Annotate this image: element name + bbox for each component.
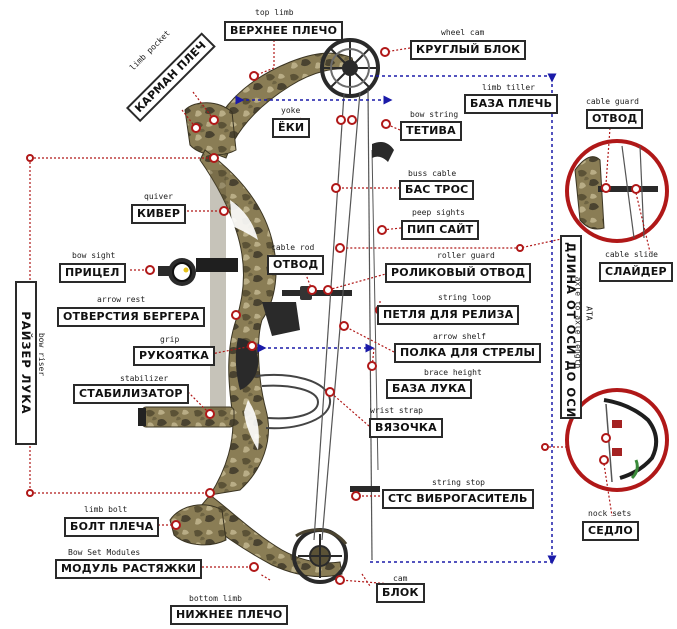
stabilizer-label: СТАБИЛИЗАТОР: [73, 384, 189, 404]
bottom-cam-shape: [292, 528, 348, 584]
arrow-rest-label: ОТВЕРСТИЯ БЕРГЕРА: [57, 307, 206, 327]
bottom-limb-en: bottom limb: [189, 594, 242, 603]
top-limb-label: ВЕРХНЕЕ ПЛЕЧО: [224, 21, 344, 41]
nock-sets-en: nock sets: [588, 509, 632, 518]
grip-en: grip: [160, 335, 180, 344]
bow-sight-shape: [158, 258, 238, 286]
buss-cable-en: buss cable: [408, 169, 457, 178]
string-loop-en: string loop: [438, 293, 491, 302]
limb-tiller-label: БАЗА ПЛЕЧЬ: [464, 94, 559, 114]
roller-guard-en: roller guard: [437, 251, 495, 260]
ata-en-abbrev: ATA: [584, 306, 594, 321]
brace-height-label: БАЗА ЛУКА: [386, 379, 472, 399]
limb-bolt-label: БОЛТ ПЛЕЧА: [64, 517, 160, 537]
top-limb-en: top limb: [255, 8, 294, 17]
quiver-label: КИВЕР: [131, 204, 187, 224]
stabilizer-en: stabilizer: [120, 374, 169, 383]
cam-label: БЛОК: [376, 583, 425, 603]
cable-rod-label: ОТВОД: [267, 255, 325, 275]
yoke-en: yoke: [281, 106, 301, 115]
cam-en: cam: [393, 574, 408, 583]
bow-string-line: [367, 89, 373, 561]
quiver-en: quiver: [144, 192, 173, 201]
arrow-shelf-en: arrow shelf: [433, 332, 486, 341]
string-loop-label: ПЕТЛЯ ДЛЯ РЕЛИЗА: [377, 305, 520, 325]
wrist-strap-shape: [255, 374, 332, 430]
cable-slide-en: cable slide: [605, 250, 658, 259]
arrow-shelf-label: ПОЛКА ДЛЯ СТРЕЛЫ: [394, 343, 542, 363]
cable-guard-en: cable guard: [586, 97, 639, 106]
bottom-limb-label: НИЖНЕЕ ПЛЕЧО: [170, 605, 289, 625]
wrist-strap-en: wrist strap: [370, 406, 423, 415]
bow-set-modules-en: Bow Set Modules: [68, 548, 141, 557]
cable-guard-label: ОТВОД: [586, 109, 644, 129]
grip-shape: [235, 338, 259, 390]
limb-tiller-en: limb tiller: [482, 83, 535, 92]
bow-sight-en: bow sight: [72, 251, 116, 260]
nock-sets-label: СЕДЛО: [582, 521, 639, 541]
bow-string-en: bow string: [410, 110, 459, 119]
grip-label: РУКОЯТКА: [133, 346, 215, 366]
ata-en-full: axle to axle length: [573, 276, 583, 369]
wheel-cam-shape: [320, 38, 380, 98]
string-stop-en: string stop: [432, 478, 485, 487]
arrow-rest-en: arrow rest: [97, 295, 146, 304]
bottom-limb-shape: [195, 494, 343, 578]
wrist-strap-label: ВЯЗОЧКА: [369, 418, 443, 438]
buss-cable-label: БАС ТРОС: [399, 180, 475, 200]
bow-string-label: ТЕТИВА: [400, 121, 462, 141]
string-stop-label: СТС ВИБРОГАСИТЕЛЬ: [382, 489, 534, 509]
nock-sets-inset: [565, 388, 669, 492]
bow-set-modules-label: МОДУЛЬ РАСТЯЖКИ: [55, 559, 203, 579]
cable-rod-en: cable rod: [271, 243, 315, 252]
brace-height-en: brace height: [424, 368, 482, 377]
peep-sights-label: ПИП САЙТ: [401, 220, 480, 240]
peep-sights-en: peep sights: [412, 208, 465, 217]
limb-bolt-en: limb bolt: [84, 505, 128, 514]
limb-pocket-shape: [184, 102, 237, 156]
cable-slide-label: СЛАЙДЕР: [599, 262, 673, 282]
yoke-label: ЁКИ: [272, 118, 311, 138]
bow-riser-label: РАЙЗЕР ЛУКА: [15, 281, 37, 445]
bow-riser-en: bow riser: [37, 332, 47, 377]
wheel-cam-en: wheel cam: [441, 28, 485, 37]
cable-guard-inset: [565, 139, 669, 243]
bow-sight-label: ПРИЦЕЛ: [59, 263, 126, 283]
wheel-cam-label: КРУГЛЫЙ БЛОК: [410, 40, 527, 60]
roller-guard-label: РОЛИКОВЫЙ ОТВОД: [385, 263, 532, 283]
